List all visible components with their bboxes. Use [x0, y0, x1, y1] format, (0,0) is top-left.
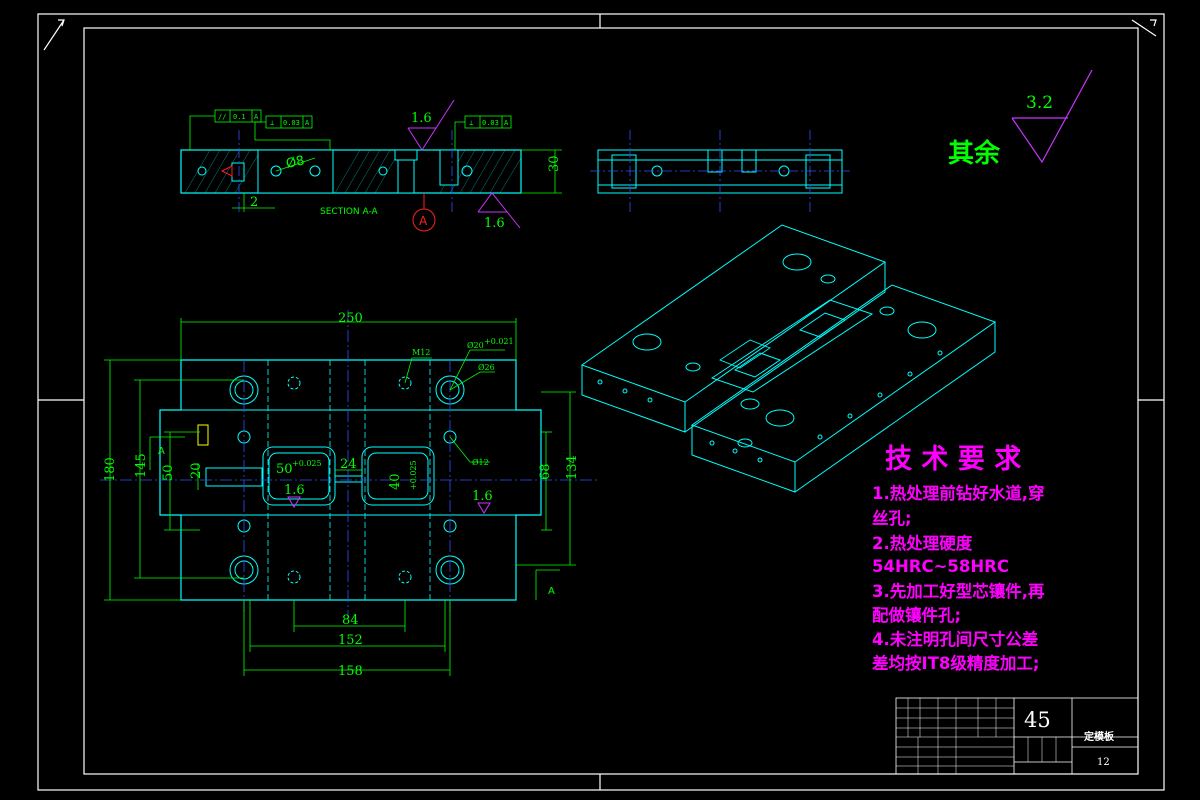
notes-line-3: 2.热处理硬度: [872, 533, 973, 553]
plan-dim-right-68: 68: [538, 463, 553, 480]
plan-section-cut-bottom: A: [548, 586, 555, 597]
tol-frame-2-value: 0.03: [283, 119, 300, 127]
plan-pocket-right-tol: +0.025: [409, 460, 418, 490]
tol-frame-1-datum: A: [254, 113, 259, 121]
section-marker: A: [419, 214, 428, 228]
plan-dim-width: 250: [338, 311, 363, 326]
surface-finish-value: 3.2: [1026, 93, 1053, 113]
section-roughness-bottom: 1.6: [484, 216, 505, 231]
title-block-material: 45: [1024, 708, 1051, 732]
tol-frame-3-value: 0.03: [482, 119, 499, 127]
notes-line-2: 丝孔;: [872, 508, 912, 528]
section-offset-dim: 2: [250, 195, 258, 210]
plan-dim-50: 50: [161, 464, 176, 481]
plan-bore-tol: +0.021: [484, 337, 514, 346]
plan-dim-height-inner: 145: [134, 453, 149, 478]
tol-frame-3-datum: A: [504, 119, 509, 127]
notes-line-4: 54HRC~58HRC: [872, 557, 1009, 576]
notes-line-6: 配做镶件孔;: [872, 605, 961, 625]
tol-frame-3-symbol: ⊥: [469, 119, 473, 127]
plan-bore-label: Ø20: [467, 341, 484, 350]
tol-frame-1-value: 0.1: [233, 113, 246, 121]
plan-pocket-right-h: 40: [388, 473, 403, 490]
plan-pocket-left-tol: +0.025: [292, 459, 322, 468]
title-block-drawing-no: 12: [1097, 757, 1110, 768]
section-hole-dim: Ø8: [285, 153, 306, 172]
tol-frame-1-symbol: //: [218, 113, 226, 121]
surface-finish-label: 其余: [948, 138, 1001, 169]
side-view: [590, 130, 850, 212]
plan-dim-158: 158: [338, 664, 363, 679]
notes-line-5: 3.先加工好型芯镶件,再: [872, 581, 1045, 601]
plan-small-hole-label: Ø12: [472, 458, 489, 467]
plan-rough-right: 1.6: [472, 489, 493, 504]
notes-line-7: 4.未注明孔间尺寸公差: [872, 629, 1038, 649]
plan-section-cut-top: A: [158, 446, 165, 457]
plan-counterbore-label: Ø26: [478, 363, 495, 372]
drawing-frame: [37, 13, 1165, 791]
section-view: Ø8 // 0.1 A ⊥ 0.03 A ⊥ 0.03 A: [180, 99, 562, 232]
section-roughness-top: 1.6: [411, 111, 432, 126]
title-block: [895, 697, 1139, 775]
section-thickness-dim: 30: [547, 155, 562, 172]
tol-frame-2-datum: A: [305, 119, 310, 127]
plan-dim-20: 20: [189, 462, 204, 479]
plan-view: A A 250 180 145 50 20 68 134 84 152 158 …: [100, 310, 600, 679]
plan-pocket-gap: 24: [340, 457, 357, 472]
section-label: SECTION A-A: [320, 207, 379, 217]
plan-dim-height-outer: 180: [103, 457, 118, 482]
plan-thread-label: M12: [412, 348, 430, 357]
plan-dim-152: 152: [338, 633, 363, 648]
plan-pocket-left-w: 50: [276, 462, 293, 477]
notes-title: 技 术 要 求: [885, 444, 1021, 475]
notes-line-8: 差均按IT8级精度加工;: [872, 653, 1039, 673]
technical-notes: 技 术 要 求 1.热处理前钻好水道,穿 丝孔; 2.热处理硬度 54HRC~5…: [872, 444, 1045, 673]
surface-finish-symbol: [1011, 69, 1093, 164]
plan-dim-right-134: 134: [565, 455, 580, 480]
notes-line-1: 1.热处理前钻好水道,穿: [872, 483, 1045, 503]
plan-dim-84: 84: [342, 613, 359, 628]
title-block-part-name: 定模板: [1084, 730, 1115, 743]
isometric-view: [580, 224, 997, 493]
plan-rough-left: 1.6: [284, 483, 305, 498]
tol-frame-2-symbol: ⊥: [270, 119, 274, 127]
